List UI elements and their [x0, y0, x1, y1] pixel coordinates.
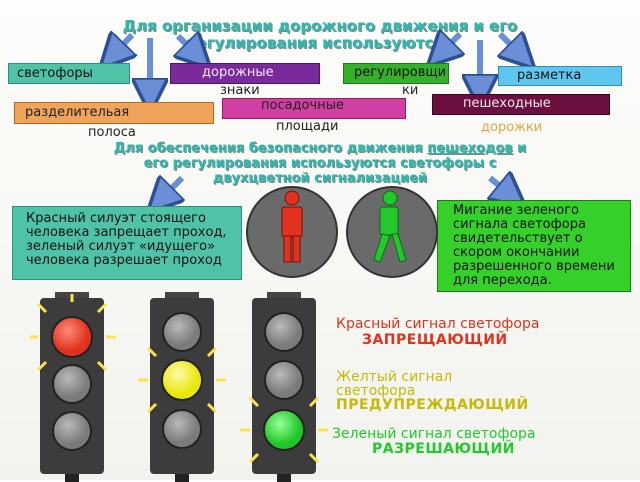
subtitle-part-2: и — [512, 141, 527, 156]
walking-man-icon — [373, 190, 407, 263]
category-razmetka-label: разметка — [517, 68, 582, 83]
subtitle-line-2: его регулирования используются светофоры… — [143, 156, 497, 171]
arrow-to-right-note — [490, 178, 512, 196]
subtitle-line-3: двухцветной сигнализацией — [212, 171, 428, 186]
title-line-1: Для организации дорожного движения и его — [122, 17, 518, 35]
category-peshehodnye-label-b: дорожки — [481, 120, 543, 135]
category-razmetka: разметка — [498, 66, 622, 86]
arrow-to-svetofory — [112, 35, 132, 56]
signal-green-line1: Зеленый сигнал светофора — [332, 426, 536, 442]
right-note-text: Мигание зеленого сигнала светофора свиде… — [453, 203, 615, 288]
signal-yellow-line1: Желтый сигнал — [336, 369, 453, 385]
left-note-text: Красный силуэт стоящего человека запреща… — [26, 211, 227, 268]
yellow-lamp-on — [161, 359, 203, 401]
category-dorozhnye-label: дорожные — [202, 65, 274, 80]
category-razdelitelnaya-label-a: разделительая — [25, 105, 130, 120]
category-regulirovshiki — [343, 63, 449, 84]
traffic-light-yellow — [138, 292, 226, 482]
category-peshehodnye-label-a: пешеходные — [463, 96, 551, 111]
page-title: Для организации дорожного движения и его… — [70, 18, 570, 52]
signal-red-line1: Красный сигнал светофора — [336, 316, 540, 332]
subtitle-highlight: пешеходов — [427, 141, 513, 156]
pedestrian-signals — [246, 186, 438, 278]
subtitle: Для обеспечения безопасного движения пеш… — [40, 141, 600, 186]
signal-yellow-line2: ПРЕДУПРЕЖДАЮЩИЙ — [336, 397, 529, 413]
standing-man-icon — [281, 190, 303, 263]
subtitle-part-1: Для обеспечения безопасного движения — [113, 141, 428, 156]
category-regulirovshiki-label-b: ки — [402, 83, 419, 98]
category-regulirovshiki-label-a: регулировщи — [354, 65, 447, 80]
traffic-light-green — [240, 292, 328, 482]
yellow-lamp-off — [52, 364, 92, 404]
arrow-to-znaki — [178, 36, 198, 56]
signal-red-text: Красный сигнал светофора ЗАПРЕЩАЮЩИЙ — [336, 316, 539, 348]
category-razdelitelnaya-label-b: полоса — [88, 125, 136, 140]
category-posadochnye-label-b: площади — [276, 119, 339, 134]
traffic-light-red — [30, 292, 116, 482]
traffic-lights — [30, 292, 328, 482]
right-note — [437, 200, 631, 292]
signal-green-text: Зеленый сигнал светофора РАЗРЕШАЮЩИЙ — [332, 427, 535, 457]
category-dorozhnye-znaki — [170, 63, 320, 84]
signal-yellow-line1b: светофора — [336, 383, 416, 399]
green-lamp-on — [263, 409, 305, 451]
category-peshehodnye — [432, 94, 610, 115]
arrow-to-regulirovshiki — [440, 34, 460, 54]
subtitle-line-1: Для обеспечения безопасного движения пеш… — [40, 141, 600, 156]
red-lamp-on — [51, 316, 93, 358]
category-posadochnye — [222, 98, 406, 119]
signal-yellow-text: Желтый сигнал светофора ПРЕДУПРЕЖДАЮЩИЙ — [336, 370, 529, 412]
title-line-2: регулирования используются : — [185, 34, 455, 52]
category-svetofory: светофоры — [8, 63, 130, 84]
signal-green-line2: РАЗРЕШАЮЩИЙ — [372, 441, 515, 457]
green-lamp-off — [52, 411, 92, 451]
category-posadochnye-label-a: посадочные — [261, 98, 344, 113]
category-svetofory-label: светофоры — [17, 66, 93, 81]
arrow-to-razmetka — [500, 34, 522, 56]
category-razdelitelnaya — [14, 102, 214, 124]
arrow-to-left-note — [160, 178, 182, 200]
signal-red-line2: ЗАПРЕЩАЮЩИЙ — [362, 332, 508, 348]
category-znaki-label: знаки — [220, 83, 260, 98]
left-note — [12, 206, 242, 280]
